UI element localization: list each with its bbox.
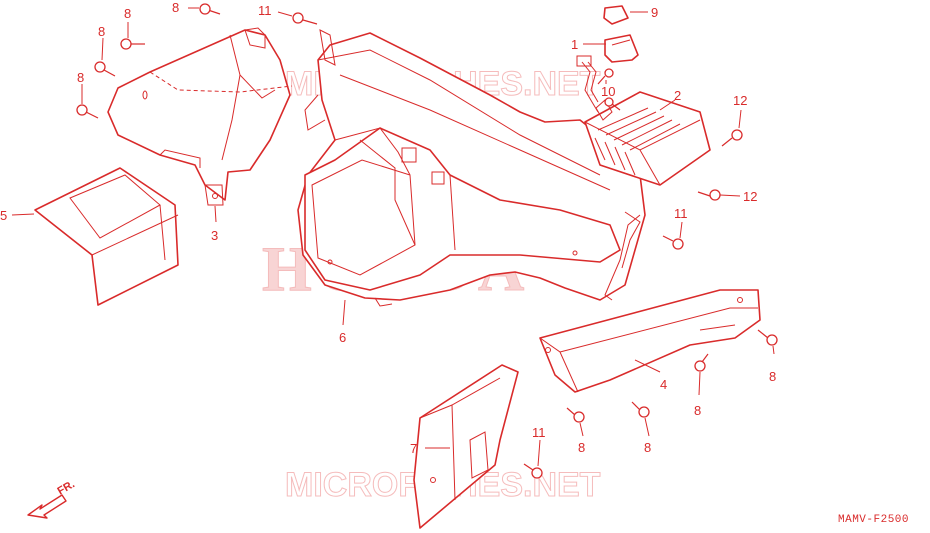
part-7-bracket <box>413 364 519 529</box>
callout-10: 10 <box>601 84 615 99</box>
callout-6: 6 <box>339 330 346 345</box>
callout-8: 8 <box>694 403 701 418</box>
direction-label: FR. <box>56 478 77 497</box>
part-6-seat-tray <box>297 29 646 307</box>
part-1-bracket <box>604 34 639 63</box>
bolt-12-a <box>721 129 743 147</box>
part-9-clip <box>603 5 629 25</box>
callout-5: 5 <box>0 208 7 223</box>
bolt-12-b <box>697 189 721 201</box>
part-5-lower-cover <box>34 167 179 306</box>
callout-8: 8 <box>124 6 131 21</box>
part-3-side-cover <box>107 27 293 206</box>
callout-2: 2 <box>674 88 681 103</box>
callout-8: 8 <box>578 440 585 455</box>
callout-8: 8 <box>769 369 776 384</box>
callout-8: 8 <box>644 440 651 455</box>
bolt-11-b <box>662 235 684 250</box>
bolt-8-a <box>199 3 221 15</box>
callout-labels: 8 8 8 8 11 9 1 10 2 12 12 11 5 3 6 4 8 8… <box>0 0 776 456</box>
bolt-8-b <box>120 38 145 50</box>
bolt-8-d <box>76 104 99 119</box>
bolt-8-g <box>631 401 650 418</box>
diagram-code: MAMV-F2500 <box>838 514 909 526</box>
part-4-bracket <box>539 289 761 393</box>
bolt-8-f <box>694 353 709 372</box>
bolt-10 <box>597 68 614 85</box>
callout-3: 3 <box>211 228 218 243</box>
callout-7: 7 <box>410 441 417 456</box>
callout-4: 4 <box>660 377 667 392</box>
bolt-8-h <box>566 407 585 423</box>
part-2-regulator-rectifier <box>584 91 711 186</box>
front-direction-indicator: FR. <box>27 478 77 519</box>
callout-11: 11 <box>532 425 546 440</box>
bolt-11-a <box>292 12 318 25</box>
callout-9: 9 <box>651 5 658 20</box>
callout-11: 11 <box>674 206 688 221</box>
bolt-11-c <box>523 463 543 479</box>
callout-8: 8 <box>77 70 84 85</box>
bolt-10-b <box>604 97 621 111</box>
callout-8: 8 <box>172 0 179 15</box>
callout-8: 8 <box>98 24 105 39</box>
bolt-8-e <box>757 329 778 346</box>
bolt-8-c <box>94 61 116 77</box>
wire-harness <box>576 55 599 113</box>
callout-12: 12 <box>743 189 757 204</box>
callout-12: 12 <box>733 93 747 108</box>
leader-lines <box>11 7 775 467</box>
arrow-down-left-icon <box>27 494 67 519</box>
callout-1: 1 <box>571 37 578 52</box>
callout-11: 11 <box>258 3 272 18</box>
